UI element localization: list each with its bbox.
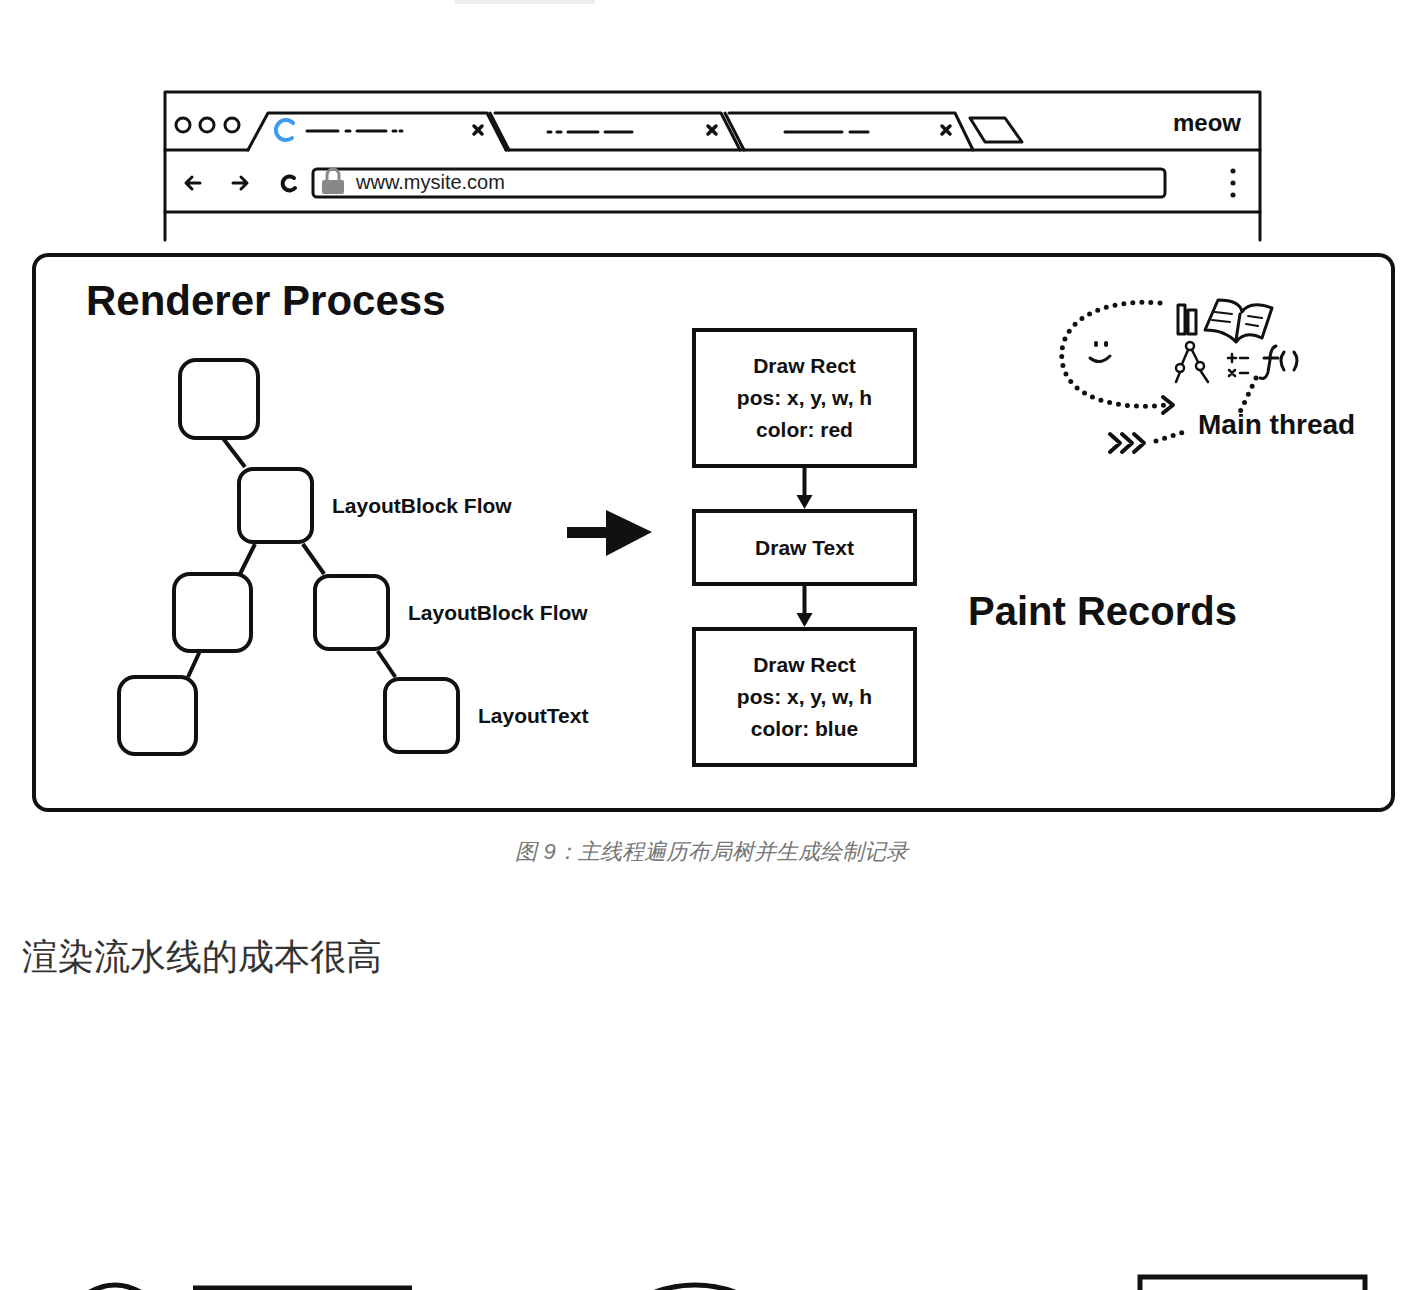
loading-spinner (276, 120, 293, 140)
connector (797, 468, 813, 509)
book (1205, 300, 1272, 342)
dotted-trail (1240, 378, 1256, 412)
tree-label: LayoutText (478, 702, 588, 730)
function-sign (1260, 346, 1297, 378)
tab (725, 113, 973, 150)
record-text: Draw Text (755, 532, 854, 564)
paint-record: Draw Rectpos: x, y, w, hcolor: red (692, 328, 917, 468)
text-label: meow (1173, 108, 1241, 138)
tree-label-group: LayoutBlock Flow (390, 599, 588, 627)
tab (490, 113, 740, 150)
connector-line (803, 468, 807, 497)
layout-tree (119, 360, 258, 754)
arrow-shaft (567, 527, 609, 538)
book-lines (1212, 312, 1262, 326)
chevrons (1110, 434, 1144, 452)
layout-node: LayoutText (383, 677, 588, 754)
partial-shape (90, 1285, 140, 1290)
tab-bar-line (165, 149, 1260, 152)
window-button (225, 118, 239, 132)
figure-caption: 图 9：主线程遍历布局树并生成绘制记录 (0, 836, 1423, 868)
browser-frame (165, 92, 1260, 240)
graph-lines (1176, 350, 1208, 382)
menu-dot (1231, 193, 1236, 198)
lock-icon (322, 180, 344, 194)
dotted-loop (1062, 302, 1166, 406)
new-tab (970, 118, 1022, 142)
tree-box (180, 360, 258, 438)
tree-box (119, 677, 196, 754)
tree-label: LayoutBlock Flow (332, 492, 512, 520)
record-text: Draw Rect (753, 649, 856, 681)
tree-label-group: LayoutText (460, 702, 588, 730)
record-text: color: blue (751, 713, 858, 745)
tab-title (785, 131, 868, 134)
math-signs (1228, 354, 1248, 376)
tab-close (708, 126, 716, 134)
lock-shackle (327, 169, 339, 181)
loop-head (1163, 397, 1173, 413)
process-panel: Renderer ProcessLayoutBlock FlowLayoutBl… (32, 253, 1395, 812)
tree-label: LayoutBlock Flow (408, 599, 588, 627)
graph-dot (1186, 342, 1194, 350)
panel-title: Renderer Process (86, 277, 446, 325)
paint-record: Draw Text (692, 509, 917, 586)
next-figure-edge (90, 1277, 1365, 1290)
tab-title (307, 130, 402, 133)
pencils (1178, 305, 1196, 334)
tree-box (313, 574, 390, 651)
connector-line (378, 651, 396, 677)
record-text: color: red (756, 414, 853, 446)
arrow-head (797, 613, 813, 627)
back-button (186, 177, 200, 189)
tab-close (942, 126, 950, 134)
text-label: 渲染流水线的成本很高 (22, 934, 382, 979)
menu-dot (1231, 181, 1236, 186)
record-text: Draw Rect (753, 350, 856, 382)
tab-close (474, 126, 482, 134)
url-bar (313, 169, 1165, 197)
tree-box (174, 574, 251, 651)
dotted-trail (1156, 430, 1190, 441)
text-label: Paint Records (968, 586, 1237, 636)
tab-title (548, 131, 632, 134)
tree-label-group: LayoutBlock Flow (314, 492, 512, 520)
menu-dot (1231, 169, 1236, 174)
text-label: Main thread (1198, 407, 1355, 442)
browser-window (165, 92, 1260, 240)
layout-node: LayoutBlock Flow (313, 574, 588, 651)
toolbar-line (165, 211, 1260, 214)
eyes (1096, 343, 1106, 345)
forward-button (233, 177, 247, 189)
big-arrow (567, 510, 652, 556)
partial-shape (655, 1285, 735, 1290)
reload-button (283, 176, 295, 190)
tree-box (383, 677, 460, 754)
partial-shape (1140, 1277, 1365, 1290)
tree-box (237, 467, 314, 544)
window-button (200, 118, 214, 132)
connector (303, 544, 324, 574)
connector-line (303, 544, 324, 574)
connector (378, 651, 396, 677)
top-bar (455, 0, 595, 4)
partial-shape (193, 1286, 412, 1290)
tab (248, 113, 506, 150)
arrow-head (606, 510, 652, 556)
connector (797, 586, 813, 627)
record-text: pos: x, y, w, h (737, 382, 872, 414)
paint-record: Draw Rectpos: x, y, w, hcolor: blue (692, 627, 917, 767)
smile (1090, 356, 1110, 362)
window-button (176, 118, 190, 132)
layout-node: LayoutBlock Flow (237, 467, 512, 544)
arrow-head (797, 495, 813, 509)
record-text: pos: x, y, w, h (737, 681, 872, 713)
text-label: www.mysite.com (356, 170, 505, 195)
connector-line (803, 586, 807, 615)
